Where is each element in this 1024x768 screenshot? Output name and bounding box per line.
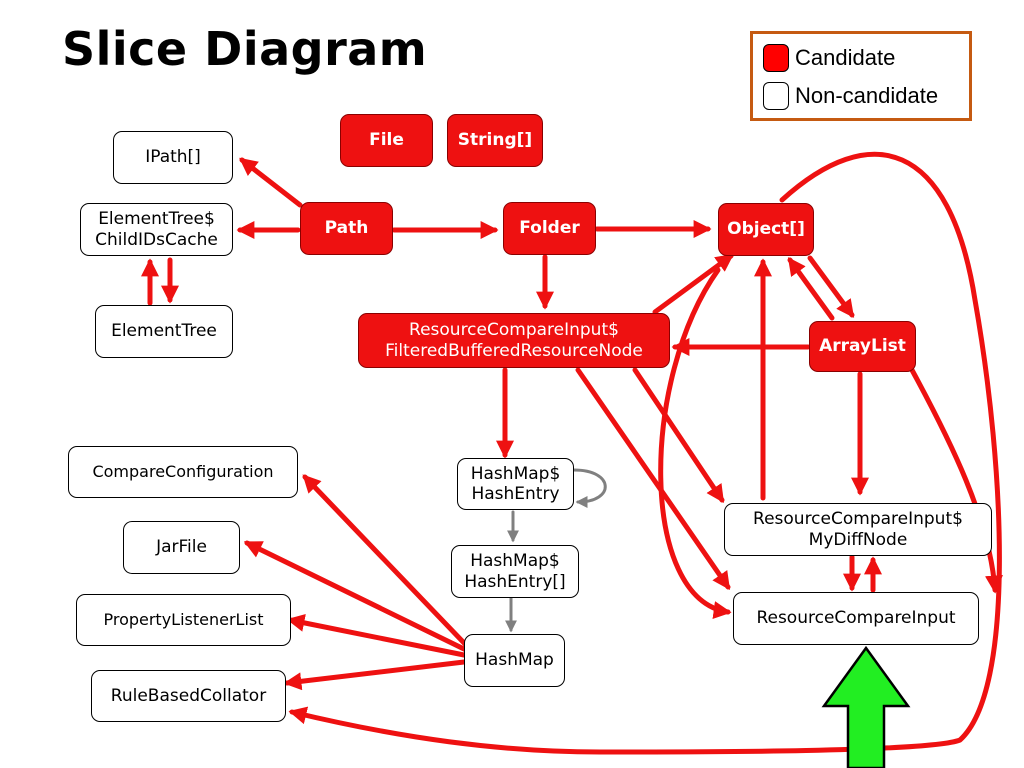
node-compareconfig: CompareConfiguration xyxy=(68,446,298,498)
node-hashentry-arr-line-2: HashEntry[] xyxy=(464,571,566,592)
non-candidate-swatch-icon xyxy=(763,82,789,110)
node-folder-line-1: Folder xyxy=(519,218,580,239)
node-hashmap-line-1: HashMap xyxy=(475,650,554,671)
node-rci-fbrn-line-2: FilteredBufferedResourceNode xyxy=(385,340,643,361)
candidate-swatch-icon xyxy=(763,44,789,72)
node-ipath-line-1: IPath[] xyxy=(145,147,201,168)
node-hashentry-arr: HashMap$HashEntry[] xyxy=(451,545,579,598)
node-path-line-1: Path xyxy=(324,218,369,239)
edge-hashentry-self xyxy=(572,468,607,508)
edge-hashmap-to-rulebased xyxy=(283,659,467,691)
node-hashmap: HashMap xyxy=(464,634,565,687)
node-file-line-1: File xyxy=(369,130,404,151)
node-propertylistener-line-1: PropertyListenerList xyxy=(103,610,264,630)
node-rci-fbrn: ResourceCompareInput$FilteredBufferedRes… xyxy=(358,313,670,368)
edge-rci-fbrn-to-rci xyxy=(575,367,731,590)
node-elementtree-cache-line-2: ChildIDsCache xyxy=(95,229,218,250)
edge-object-arr-to-arraylist xyxy=(807,255,855,318)
node-path: Path xyxy=(300,202,393,255)
node-object-arr: Object[] xyxy=(718,203,814,256)
edge-arraylist-to-rci xyxy=(909,367,1003,594)
legend-non-candidate: Non-candidate xyxy=(763,81,938,111)
edge-curve-object-arr-to-rulebased xyxy=(288,151,1002,755)
node-rci-line-1: ResourceCompareInput xyxy=(756,608,956,629)
node-ipath: IPath[] xyxy=(113,131,233,184)
node-rci-fbrn-line-1: ResourceCompareInput$ xyxy=(409,320,619,341)
edge-hashmap-to-compareconfig xyxy=(302,474,469,648)
legend: Candidate Non-candidate xyxy=(750,31,972,121)
node-elementtree: ElementTree xyxy=(95,305,233,358)
node-rci-mydiff: ResourceCompareInput$MyDiffNode xyxy=(724,503,992,556)
node-elementtree-cache-line-1: ElementTree$ xyxy=(98,209,215,230)
node-propertylistener: PropertyListenerList xyxy=(76,594,291,646)
node-rci-mydiff-line-1: ResourceCompareInput$ xyxy=(753,509,963,530)
node-string-arr: String[] xyxy=(447,114,543,167)
node-string-arr-line-1: String[] xyxy=(457,130,533,151)
entry-arrow-icon xyxy=(821,645,911,768)
node-hashentry-arr-line-1: HashMap$ xyxy=(470,551,560,572)
node-object-arr-line-1: Object[] xyxy=(727,219,805,240)
legend-candidate-label: Candidate xyxy=(795,45,896,70)
edge-arraylist-to-object-arr xyxy=(787,257,835,321)
node-hashentry-line-2: HashEntry xyxy=(471,484,560,504)
edge-hashmap-to-propertylistener xyxy=(286,614,467,658)
node-arraylist-line-1: ArrayList xyxy=(819,336,906,357)
edge-hashmap-to-jarfile xyxy=(243,540,469,653)
node-rci: ResourceCompareInput xyxy=(733,592,979,645)
edge-curve-object-arr-to-rci xyxy=(658,267,732,619)
node-hashentry-line-1: HashMap$ xyxy=(470,463,561,484)
legend-non-candidate-label: Non-candidate xyxy=(795,83,939,108)
node-jarfile: JarFile xyxy=(123,521,240,574)
node-hashentry: HashMap$HashEntry xyxy=(457,458,574,510)
node-file: File xyxy=(340,114,433,167)
node-rci-mydiff-line-2: MyDiffNode xyxy=(808,529,908,550)
node-elementtree-line-1: ElementTree xyxy=(111,321,217,342)
node-compareconfig-line-1: CompareConfiguration xyxy=(92,462,274,482)
edge-rci-fbrn-to-mydiff xyxy=(632,367,725,503)
node-arraylist: ArrayList xyxy=(809,321,916,372)
node-folder: Folder xyxy=(503,202,596,255)
page-title: Slice Diagram xyxy=(62,22,428,76)
node-rulebased: RuleBasedCollator xyxy=(91,670,286,722)
edge-rci-fbrn-to-object-arr xyxy=(652,253,734,315)
edge-path-to-ipath xyxy=(239,157,303,208)
legend-candidate: Candidate xyxy=(763,43,895,73)
node-elementtree-cache: ElementTree$ChildIDsCache xyxy=(80,203,233,256)
node-rulebased-line-1: RuleBasedCollator xyxy=(110,685,267,706)
node-jarfile-line-1: JarFile xyxy=(156,537,207,558)
